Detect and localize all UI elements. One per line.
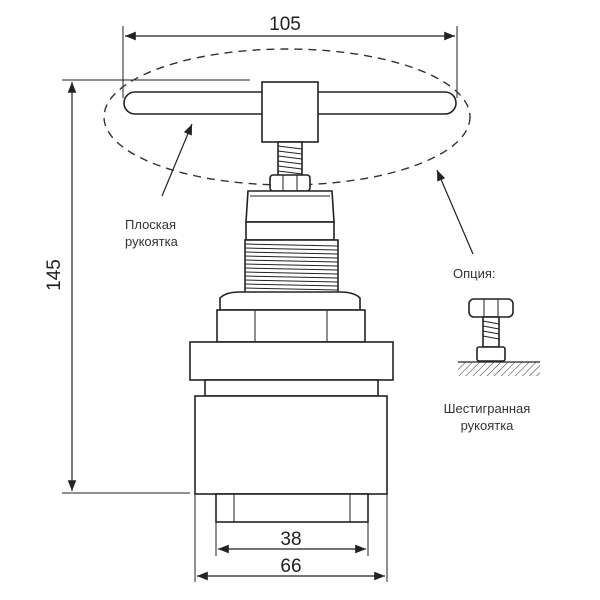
flat-handle-label-line2: рукоятка [125,234,179,249]
flat-handle-callout: Плоская рукоятка [125,123,193,249]
dimension-38-label: 38 [280,529,301,550]
dimension-105-label: 105 [269,14,301,35]
hex-handle-label-line1: Шестигранная [444,401,531,416]
option-label: Опция: [453,266,496,281]
flat-handle-label-line1: Плоская [125,217,176,232]
threaded-bonnet [244,239,339,297]
valve-body [189,341,394,523]
option-callout-arrow [436,169,474,255]
bonnet-top [245,190,335,241]
ground-hatch [458,362,540,376]
dimension-145: 145 [44,79,250,494]
stem-nut [269,174,311,192]
dimension-38: 38 [215,522,369,556]
hex-handle-label-line2: рукоятка [461,418,515,433]
packing-nut [216,291,366,343]
dimension-145-label: 145 [44,259,65,291]
flat-handle [123,81,457,143]
hex-handle-option: Опция: Шестигранная рукоятка [444,266,540,433]
dimension-66: 66 [194,494,388,582]
dimension-66-label: 66 [280,556,301,577]
threaded-stem [277,141,303,177]
handle-highlight-ellipse [103,48,471,186]
